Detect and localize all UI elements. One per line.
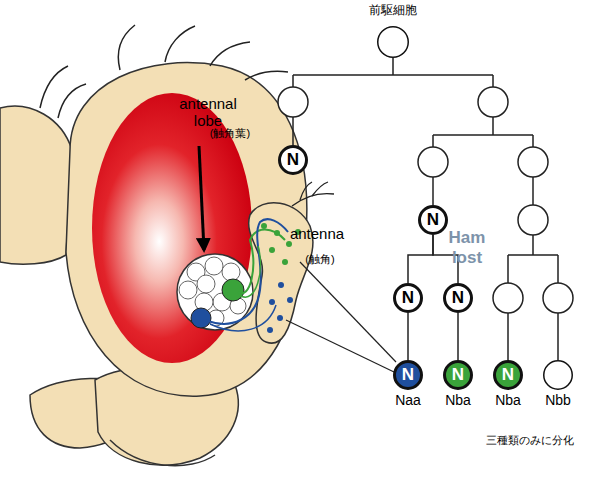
- cell-name: Naa: [378, 393, 438, 408]
- lineage-line: [408, 235, 433, 283]
- annotation: Ham lost: [444, 228, 490, 267]
- cell-symbol: N: [443, 360, 473, 390]
- neuron-cell: N: [393, 283, 423, 313]
- thorax: [0, 106, 72, 264]
- lineage-lines: [293, 58, 558, 360]
- cell-symbol: N: [443, 283, 473, 313]
- head: [66, 63, 307, 397]
- structure-name: antennal lobe: [168, 95, 248, 130]
- cell-outline: [543, 360, 573, 390]
- lineage-line: [457, 313, 459, 360]
- blue-axon: [210, 305, 276, 331]
- cell-circle: [378, 27, 409, 58]
- blue-neuron: NNaa: [393, 360, 423, 390]
- bristle: [118, 25, 135, 70]
- mouthpart: [110, 440, 215, 466]
- unused-cell: Nbb: [543, 360, 573, 390]
- cell-circles: [278, 87, 573, 313]
- pointer-arrow: [199, 146, 204, 250]
- cell-outline: [377, 26, 409, 58]
- leader-line: [300, 262, 396, 362]
- bristle: [210, 42, 250, 66]
- cell-symbol: N: [278, 145, 308, 175]
- cell-name: Nbb: [528, 393, 588, 408]
- neuron-cell: N: [278, 145, 308, 175]
- arista: [312, 182, 328, 196]
- cell-circle: [544, 361, 573, 390]
- green-neuron: NNba: [443, 360, 473, 390]
- cell-name: Nba: [478, 393, 538, 408]
- cell-symbol: N: [393, 360, 423, 390]
- cell-name: Nba: [428, 393, 488, 408]
- structure-name-ja: (触角葉): [200, 127, 260, 140]
- cell-symbol: N: [418, 205, 448, 235]
- precursor-cell: 前駆細胞: [377, 26, 409, 58]
- structure-name: antenna: [285, 225, 349, 242]
- blue-glomerulus: [191, 308, 211, 328]
- bristle: [245, 71, 288, 80]
- lineage-line: [407, 313, 409, 360]
- note: 三種類のみに分化: [470, 434, 590, 447]
- green-neuron: NNba: [493, 360, 523, 390]
- green-glomerulus: [222, 279, 244, 301]
- leader-line: [286, 320, 394, 372]
- structure-name-ja: (触角): [295, 253, 345, 266]
- arista: [300, 182, 312, 200]
- bristle: [165, 26, 195, 62]
- neuron-cell: N: [443, 283, 473, 313]
- green-axon: [241, 246, 260, 297]
- cell-symbol: N: [493, 360, 523, 390]
- cell-name: 前駆細胞: [353, 4, 433, 17]
- neuron-cell: N: [418, 205, 448, 235]
- cell-symbol: N: [393, 283, 423, 313]
- glomeruli: [179, 257, 246, 326]
